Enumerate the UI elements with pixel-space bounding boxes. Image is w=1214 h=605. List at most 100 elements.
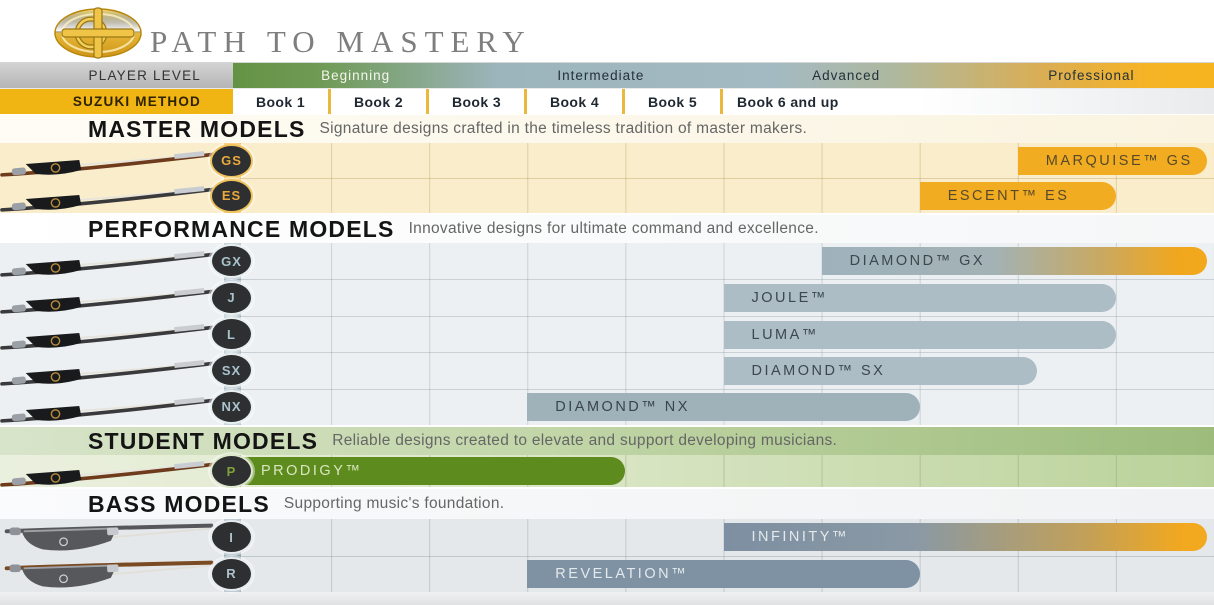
student-models-rows: P PRODIGY™ <box>0 455 1214 487</box>
suzuki-method-row: SUZUKI METHOD Book 1 Book 2 Book 3 Book … <box>0 88 1214 114</box>
page-title: PATH TO MASTERY <box>150 24 532 59</box>
model-bar-label: JOULE™ <box>751 290 828 307</box>
model-bar-label: PRODIGY™ <box>261 463 363 479</box>
book-cell-3: Book 3 <box>429 89 527 114</box>
model-bar-label: LUMA™ <box>751 326 819 343</box>
player-level-track: Beginning Intermediate Advanced Professi… <box>233 63 1214 88</box>
section-student-models: STUDENT MODELS Reliable designs created … <box>0 427 1214 487</box>
book-row-filler <box>917 89 1214 114</box>
player-level-label: PLAYER LEVEL <box>0 63 233 88</box>
book-cell-6-and-up: Book 6 and up <box>723 89 917 114</box>
model-bar-label: REVELATION™ <box>555 566 689 583</box>
violin-bow-image <box>0 251 218 277</box>
section-bass-models: BASS MODELS Supporting music's foundatio… <box>0 489 1214 592</box>
level-advanced: Advanced <box>812 68 881 83</box>
level-intermediate: Intermediate <box>557 68 645 83</box>
model-bar: LUMA™ <box>723 320 1116 349</box>
model-bar-label: DIAMOND™ SX <box>751 362 886 379</box>
master-models-rows: GS MARQUISE™ GS ES ESCENT™ ES <box>0 143 1214 213</box>
bass-models-rows: I INFINITY™ R REVELATION™ <box>0 519 1214 592</box>
model-bar: PRODIGY™ <box>233 457 626 485</box>
model-bar: JOULE™ <box>723 284 1116 313</box>
section-subtitle: Innovative designs for ultimate command … <box>408 220 819 237</box>
model-bar-label: ESCENT™ ES <box>947 188 1070 204</box>
model-bar: DIAMOND™ SX <box>723 356 1038 385</box>
model-badge-label: P <box>226 463 237 479</box>
model-badge: I <box>212 522 251 553</box>
section-title: MASTER MODELS <box>88 115 306 142</box>
bass-bow-image <box>4 560 214 588</box>
level-beginning: Beginning <box>321 68 391 83</box>
model-row: I INFINITY™ <box>0 519 1214 556</box>
violin-bow-image <box>0 396 218 423</box>
book-cell-5: Book 5 <box>625 89 723 114</box>
model-bar-label: INFINITY™ <box>751 529 849 546</box>
model-row: P PRODIGY™ <box>0 455 1214 487</box>
model-badge: L <box>212 319 251 350</box>
model-row: NX DIAMOND™ NX <box>0 388 1214 425</box>
violin-bow-image <box>0 185 218 212</box>
model-badge: R <box>212 558 251 589</box>
model-badge: NX <box>212 391 251 422</box>
section-title: STUDENT MODELS <box>88 427 319 454</box>
section-subtitle: Supporting music's foundation. <box>283 495 505 512</box>
violin-bow-image <box>0 360 218 387</box>
violin-bow-image <box>0 150 218 177</box>
player-level-row: PLAYER LEVEL Beginning Intermediate Adva… <box>0 62 1214 88</box>
model-row: GX DIAMOND™ GX <box>0 243 1214 279</box>
section-master-models: MASTER MODELS Signature designs crafted … <box>0 115 1214 213</box>
model-row: J JOULE™ <box>0 279 1214 315</box>
model-bar: DIAMOND™ GX <box>821 247 1208 276</box>
violin-bow-image <box>0 287 218 314</box>
model-badge-label: L <box>227 326 236 342</box>
model-bar: MARQUISE™ GS <box>1017 146 1208 175</box>
section-title: BASS MODELS <box>88 490 270 517</box>
level-professional: Professional <box>1048 68 1135 83</box>
model-bar-label: DIAMOND™ NX <box>555 399 690 416</box>
page-footer <box>0 592 1214 605</box>
section-subtitle: Reliable designs created to elevate and … <box>332 432 838 449</box>
student-models-header: STUDENT MODELS Reliable designs created … <box>0 427 1214 455</box>
model-badge: P <box>212 456 251 486</box>
codabow-compass-logo-icon <box>54 7 142 59</box>
model-bar: ESCENT™ ES <box>919 182 1116 210</box>
performance-models-header: PERFORMANCE MODELS Innovative designs fo… <box>0 215 1214 243</box>
model-row: L LUMA™ <box>0 315 1214 352</box>
model-badge-label: I <box>229 529 234 545</box>
model-badge-label: GS <box>221 153 242 168</box>
violin-bow-image <box>0 324 218 350</box>
model-bar-label: DIAMOND™ GX <box>849 253 986 270</box>
model-row: R REVELATION™ <box>0 555 1214 593</box>
model-badge: J <box>212 282 251 313</box>
bass-models-header: BASS MODELS Supporting music's foundatio… <box>0 489 1214 519</box>
model-badge-label: NX <box>221 399 242 415</box>
model-row: SX DIAMOND™ SX <box>0 352 1214 388</box>
model-bar: INFINITY™ <box>723 523 1208 552</box>
model-badge-label: GX <box>221 253 242 269</box>
model-badge: GX <box>212 246 251 277</box>
violin-bow-image <box>0 461 218 487</box>
book-cell-4: Book 4 <box>527 89 625 114</box>
model-row: ES ESCENT™ ES <box>0 178 1214 213</box>
model-badge-label: ES <box>221 188 242 203</box>
section-performance-models: PERFORMANCE MODELS Innovative designs fo… <box>0 215 1214 425</box>
masthead: PATH TO MASTERY <box>0 0 1214 62</box>
model-badge: ES <box>212 180 251 211</box>
model-bar: DIAMOND™ NX <box>527 393 920 422</box>
section-subtitle: Signature designs crafted in the timeles… <box>319 120 808 137</box>
book-cell-1: Book 1 <box>233 89 331 114</box>
model-bar-label: MARQUISE™ GS <box>1045 152 1193 169</box>
section-title: PERFORMANCE MODELS <box>88 215 395 242</box>
model-badge-label: SX <box>221 362 242 378</box>
model-badge: SX <box>212 355 251 386</box>
performance-models-rows: GX DIAMOND™ GX J JOULE™ <box>0 243 1214 425</box>
model-badge-label: J <box>227 290 236 306</box>
bass-bow-image <box>4 523 214 551</box>
model-bar: REVELATION™ <box>527 560 920 589</box>
book-cell-2: Book 2 <box>331 89 429 114</box>
master-models-header: MASTER MODELS Signature designs crafted … <box>0 115 1214 143</box>
suzuki-method-label: SUZUKI METHOD <box>0 89 233 114</box>
model-row: GS MARQUISE™ GS <box>0 143 1214 178</box>
model-badge-label: R <box>226 566 237 582</box>
model-badge: GS <box>212 145 251 176</box>
